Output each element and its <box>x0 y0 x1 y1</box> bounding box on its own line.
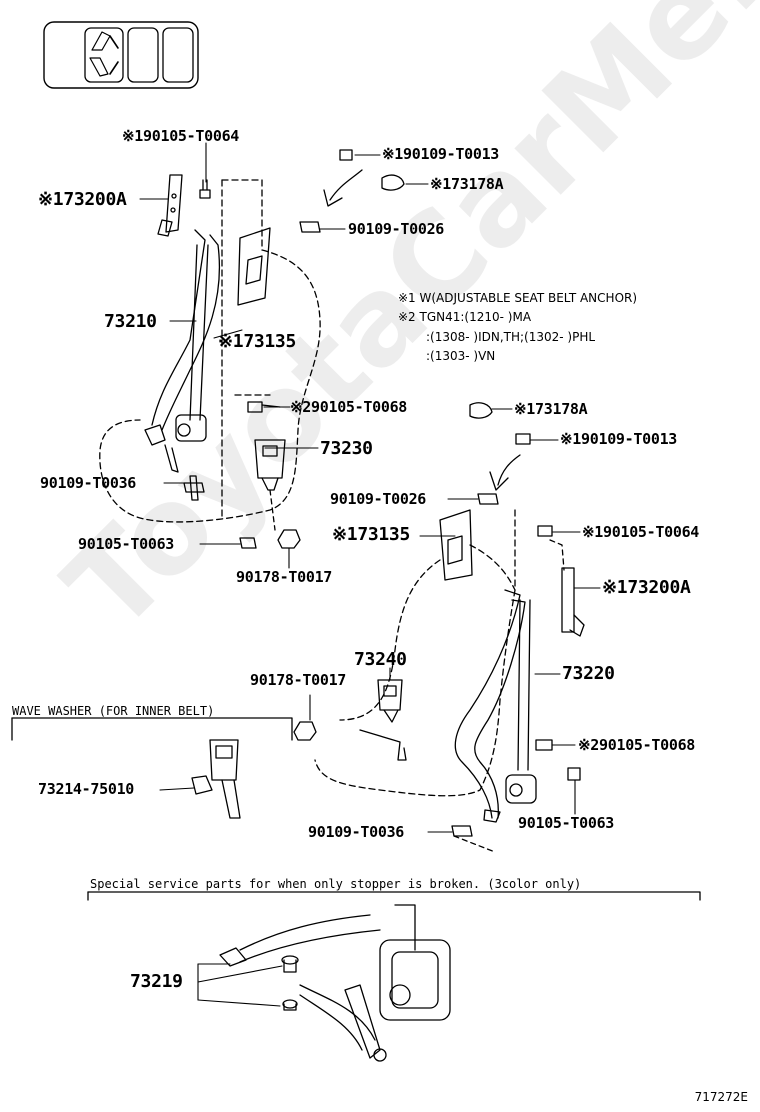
label-73214-75010: 73214-75010 <box>38 780 135 798</box>
buckle-73240 <box>359 679 407 761</box>
heading-special-service: Special service parts for when only stop… <box>90 877 582 891</box>
lower-seat-outline <box>314 509 516 797</box>
label-173178a-right: ※173178A <box>514 400 588 418</box>
note-line-3: :(1308- )IDN,TH;(1302- )PHL <box>426 330 596 344</box>
bolt-190109-t0013-top <box>339 149 353 161</box>
buckle-73230 <box>254 439 286 531</box>
arrow-down-left-top <box>323 169 363 207</box>
label-190109-t0013-top: ※190109-T0013 <box>382 145 500 163</box>
label-73240: 73240 <box>354 649 407 670</box>
label-173135-right: ※173135 <box>332 524 411 545</box>
special-service-box <box>87 891 701 901</box>
seat-position-icon <box>43 21 199 89</box>
leader-lines <box>139 142 601 1007</box>
label-73219: 73219 <box>130 971 183 992</box>
label-173200a-right: ※173200A <box>602 577 691 598</box>
trim-173135-right <box>439 509 473 581</box>
label-190105-t0064-top: ※190105-T0064 <box>122 127 240 145</box>
label-90105-t0063-left: 90105-T0063 <box>78 535 175 553</box>
label-90109-t0036-left: 90109-T0036 <box>40 474 137 492</box>
cap-173178a-right <box>469 402 493 419</box>
label-90178-t0017-mid: 90178-T0017 <box>250 671 347 689</box>
label-90109-t0026-right: 90109-T0026 <box>330 490 427 508</box>
label-190109-t0013-right: ※190109-T0013 <box>560 430 678 448</box>
note-line-1: ※1 W(ADJUSTABLE SEAT BELT ANCHOR) <box>398 291 638 305</box>
label-173178a-top: ※173178A <box>430 175 504 193</box>
washer-90178-t0017-left <box>277 529 301 549</box>
label-73230: 73230 <box>320 438 373 459</box>
bolt-90109-t0036-left <box>183 475 205 501</box>
label-73220: 73220 <box>562 663 615 684</box>
right-anchor-73200a <box>549 539 585 637</box>
label-73210: 73210 <box>104 311 157 332</box>
bolt-190105-t0064-right <box>537 525 553 537</box>
note-line-4: :(1303- )VN <box>426 349 496 363</box>
heading-wave-washer: WAVE WASHER (FOR INNER BELT) <box>12 704 215 718</box>
cap-173178a-top <box>381 174 405 191</box>
label-173135-left: ※173135 <box>218 331 297 352</box>
bolt-90105-t0063-left <box>239 537 257 549</box>
bolt-90109-t0036-right <box>451 825 496 853</box>
left-anchor-73200a <box>157 174 183 237</box>
bolt-90105-t0063-right <box>567 767 581 781</box>
diagram-id: 717272E <box>694 1090 748 1104</box>
note-line-2: ※2 TGN41:(1210- )MA <box>398 310 532 324</box>
bolt-190109-t0013-right <box>515 433 531 445</box>
label-90178-t0017-left: 90178-T0017 <box>236 568 333 586</box>
bolt-90109-t0026-right <box>477 493 499 505</box>
wave-washer-73214 <box>11 717 293 819</box>
bolt-290105-t0068-right <box>535 739 553 751</box>
trim-173135-left <box>237 227 271 306</box>
label-173200a-left: ※173200A <box>38 189 127 210</box>
label-290105-t0068-left: ※290105-T0068 <box>290 398 408 416</box>
washer-90178-t0017-mid <box>293 721 317 741</box>
left-belt-73210 <box>144 229 221 473</box>
bolt-90109-t0026-top <box>299 221 321 233</box>
label-190105-t0064-right: ※190105-T0064 <box>582 523 700 541</box>
arrow-down-left-mid <box>489 454 521 491</box>
label-90109-t0036-right: 90109-T0036 <box>308 823 405 841</box>
stopper-assembly-73219 <box>219 904 451 1062</box>
right-belt-73220 <box>454 589 537 823</box>
label-290105-t0068-right: ※290105-T0068 <box>578 736 696 754</box>
upper-seat-outline <box>99 179 321 523</box>
bolt-190105-t0064-top <box>199 179 211 199</box>
label-90105-t0063-right: 90105-T0063 <box>518 814 615 832</box>
label-90109-t0026-top: 90109-T0026 <box>348 220 445 238</box>
